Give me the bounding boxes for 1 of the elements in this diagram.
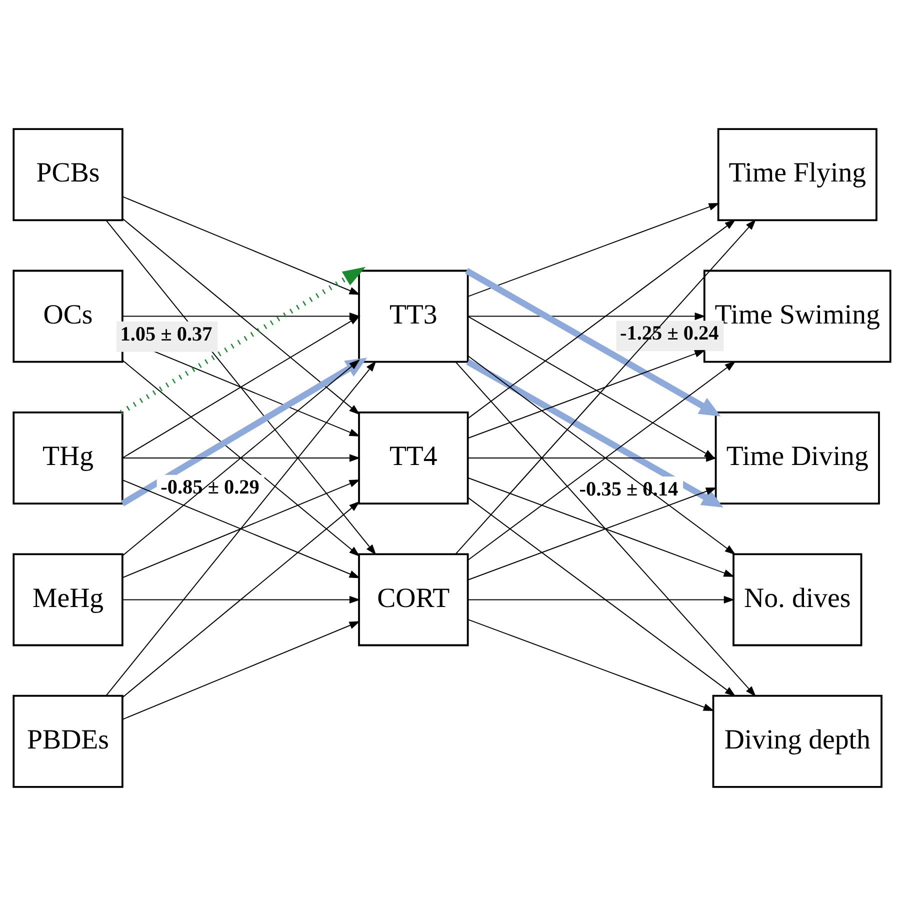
edge-label: -0.85 ± 0.29: [160, 476, 260, 498]
